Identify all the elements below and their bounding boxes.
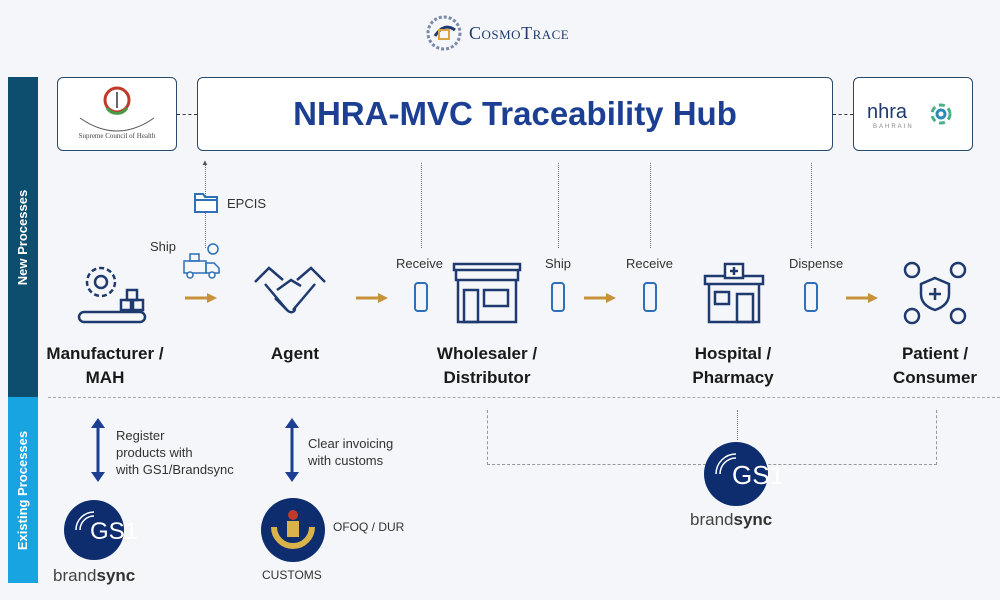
existing-processes-band: Existing Processes	[8, 397, 38, 583]
cosmotrace-logo: CosmoTrace	[425, 14, 569, 52]
node-patient: Patient / Consumer	[870, 342, 1000, 390]
node-label: Manufacturer /	[46, 344, 164, 363]
customs-line: Clear invoicing	[308, 436, 394, 451]
customs-line: with customs	[308, 453, 384, 468]
new-processes-label: New Processes	[15, 189, 31, 285]
handshake-icon	[254, 266, 326, 314]
connector-dash	[833, 114, 853, 115]
gs1-logo: GS1	[64, 500, 138, 560]
customs-clear-text: Clear invoicing with customs	[308, 435, 393, 469]
connector-dash	[177, 114, 197, 115]
register-text: Register products with with GS1/Brandsync	[116, 427, 234, 478]
register-line: products with	[116, 445, 193, 460]
receive-connector	[421, 163, 422, 248]
receive-label: Receive	[626, 256, 673, 271]
flow-arrow-icon	[584, 293, 616, 303]
ship-label: Ship	[150, 239, 177, 254]
hub-title: NHRA-MVC Traceability Hub	[293, 95, 737, 132]
brandsync-logo: brandsync	[53, 566, 135, 586]
svg-text:BAHRAIN: BAHRAIN	[873, 124, 914, 130]
dispense-label: Dispense	[789, 256, 844, 271]
hospital-icon	[703, 262, 765, 324]
receive-connector	[650, 163, 651, 248]
delivery-truck-icon	[183, 243, 220, 279]
node-hospital: Hospital / Pharmacy	[668, 342, 798, 390]
node-label: Agent	[270, 344, 320, 363]
brandsync-part: brand	[690, 510, 734, 529]
epcis-label: EPCIS	[227, 196, 267, 211]
double-arrow-icon	[91, 418, 105, 482]
gs1-connector	[737, 410, 738, 440]
node-label: Pharmacy	[692, 368, 774, 387]
brandsync-part: sync	[733, 510, 773, 529]
register-line: Register	[116, 428, 165, 443]
scanner-icon	[643, 282, 657, 312]
customs-label: CUSTOMS	[262, 568, 322, 582]
traceability-hub-box: NHRA-MVC Traceability Hub	[197, 77, 833, 151]
flow-arrow-icon	[846, 293, 878, 303]
node-label: Wholesaler /	[436, 344, 538, 363]
brandsync-part: sync	[96, 566, 136, 585]
ofoq-dur-label: OFOQ / DUR	[333, 520, 405, 534]
scanner-icon	[414, 282, 428, 312]
svg-text:Supreme Council of Health: Supreme Council of Health	[79, 132, 156, 140]
receive-label: Receive	[396, 256, 443, 271]
flow-arrow-icon	[356, 293, 388, 303]
node-wholesaler: Wholesaler / Distributor	[422, 342, 552, 390]
ship-connector	[558, 163, 559, 248]
register-line: with GS1/Brandsync	[116, 462, 234, 477]
arrow-up-icon: ▲	[201, 158, 209, 167]
store-icon	[452, 262, 522, 324]
node-label: Patient /	[901, 344, 969, 363]
gs1-text: GS1	[732, 460, 782, 490]
double-arrow-icon	[285, 418, 299, 482]
node-manufacturer: Manufacturer / MAH	[40, 342, 170, 390]
supreme-council-logo-box: Supreme Council of Health	[57, 77, 177, 151]
customs-logo	[261, 498, 325, 562]
patient-network-icon	[903, 261, 967, 325]
node-label: Hospital /	[694, 344, 772, 363]
dispense-connector	[811, 163, 812, 248]
ship-label: Ship	[545, 256, 572, 271]
gs1-logo: GS1	[704, 442, 782, 506]
factory-gear-icon	[77, 266, 147, 324]
node-agent: Agent	[230, 342, 360, 366]
process-divider	[48, 397, 1000, 398]
scanner-icon	[551, 282, 565, 312]
cosmotrace-chain-icon	[426, 15, 462, 51]
node-label: Distributor	[443, 368, 531, 387]
gs1-text: GS1	[90, 518, 138, 545]
brand-name: CosmoTrace	[469, 22, 570, 43]
scanner-icon	[804, 282, 818, 312]
brandsync-part: brand	[53, 566, 97, 585]
svg-text:nhra: nhra	[867, 101, 908, 123]
node-label: MAH	[85, 368, 125, 387]
supreme-council-logo: Supreme Council of Health	[79, 86, 156, 140]
folder-icon	[194, 193, 218, 213]
flow-arrow-icon	[185, 293, 217, 303]
new-processes-band: New Processes	[8, 77, 38, 397]
brandsync-logo: brandsync	[690, 510, 772, 530]
node-label: Consumer	[892, 368, 978, 387]
existing-processes-label: Existing Processes	[15, 430, 31, 550]
